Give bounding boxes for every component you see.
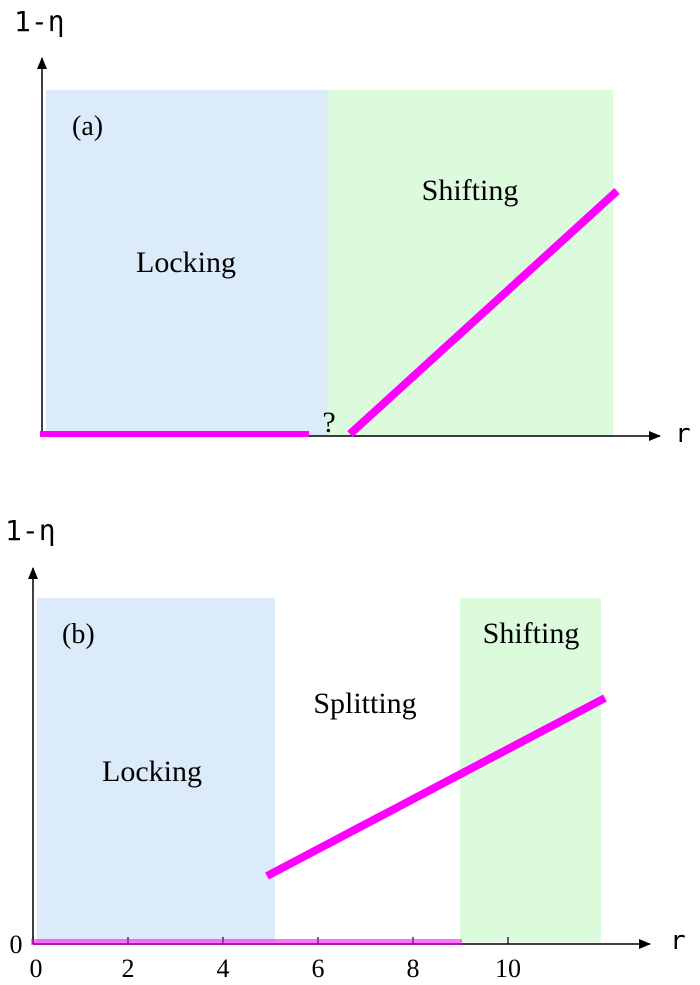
panel-b-x-axis-label: r [670, 926, 686, 956]
panel-b-region-locking: Locking [102, 755, 202, 788]
panel-a-locking-region [46, 90, 328, 436]
panel-a-label: (a) [72, 111, 103, 142]
panel-b-x-tick-label: 2 [122, 954, 135, 983]
panel-b-x-tick-label: 10 [495, 954, 521, 983]
panel-a-region-locking: Locking [136, 246, 236, 279]
panel-b-x-tick-label: 6 [312, 954, 325, 983]
panel-b-locking-region [37, 598, 275, 942]
panel-b-split-branch [265, 694, 607, 880]
panel-b-y-axis-label: 1-η [5, 514, 56, 547]
panel-a-region-shifting: Shifting [422, 174, 519, 207]
panel-a-shifting-region [328, 90, 613, 436]
panel-a-shifting-branch [347, 188, 620, 437]
panel-b: 1-η r (b) Locking Splitting Shifting 0 0… [5, 514, 686, 983]
panel-b-shifting-region [460, 598, 601, 942]
panel-b-region-shifting: Shifting [483, 617, 580, 650]
panel-b-region-splitting: Splitting [313, 687, 416, 720]
panel-b-y-origin-label: 0 [10, 930, 23, 959]
panel-b-label: (b) [62, 619, 95, 650]
panel-b-x-tick-label: 4 [217, 954, 230, 983]
panel-a-y-axis-label: 1-η [14, 5, 65, 38]
panel-a: 1-η r (a) Locking Shifting ? [14, 5, 691, 449]
panel-b-x-tick-label: 8 [407, 954, 420, 983]
panel-b-x-tick-label: 0 [30, 954, 43, 983]
panel-a-gap-marker: ? [322, 406, 335, 439]
panel-a-x-axis-label: r [675, 419, 691, 449]
